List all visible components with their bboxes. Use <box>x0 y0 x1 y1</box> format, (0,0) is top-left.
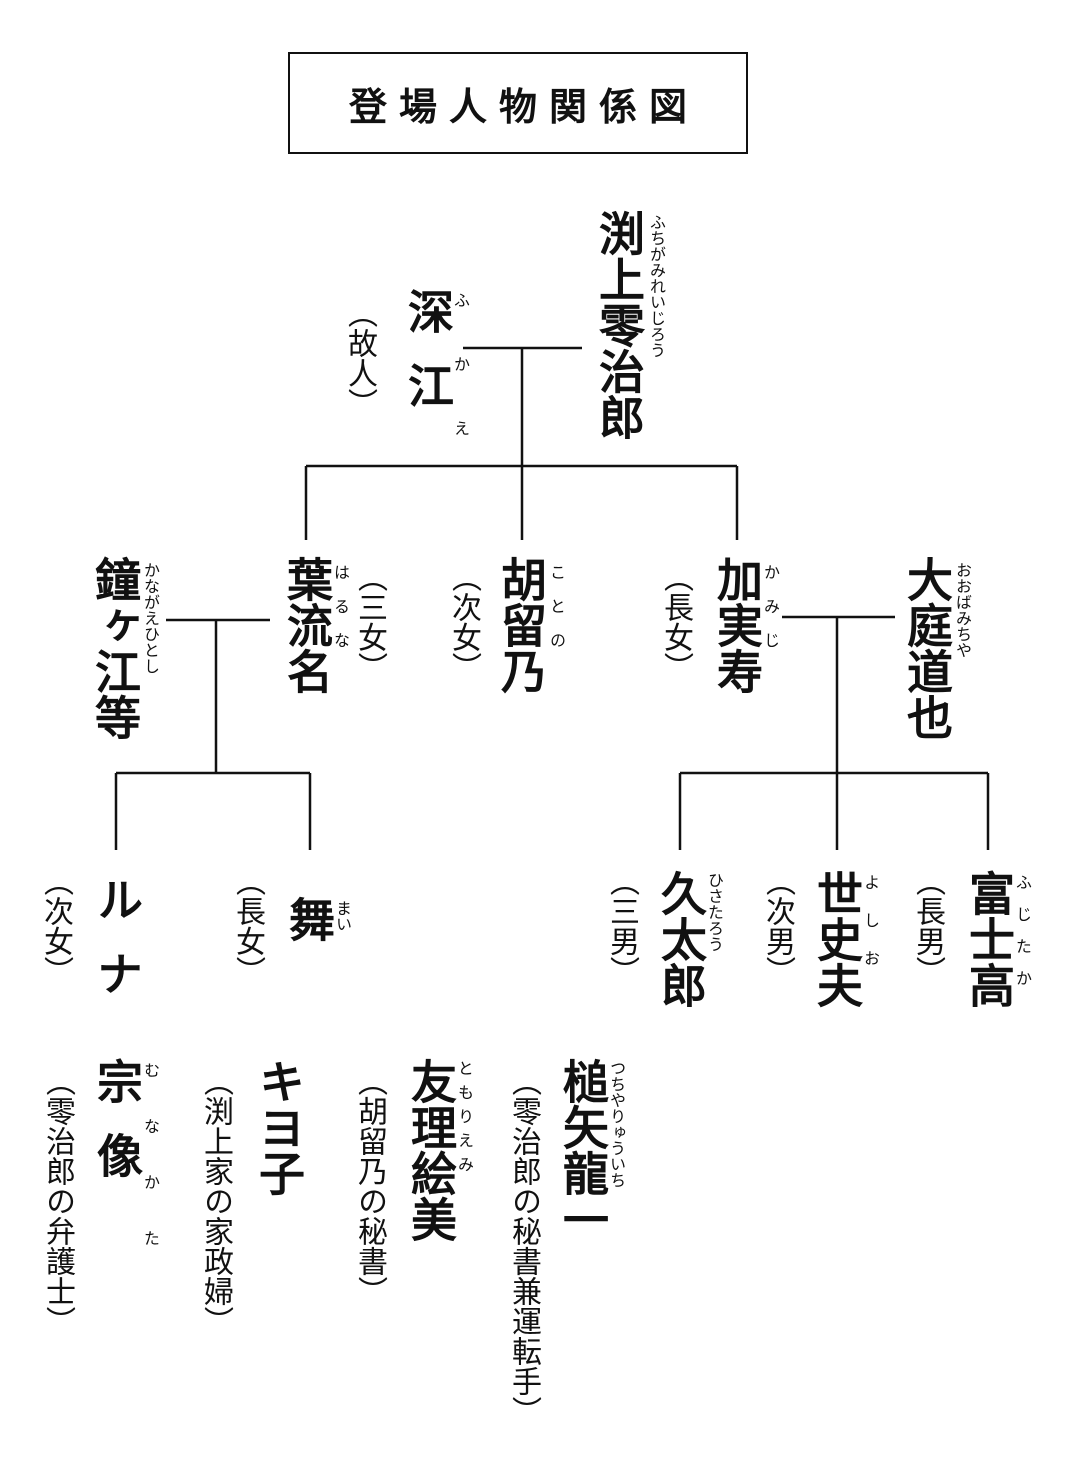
person-name-ebito: 鐘ヶ江等 <box>88 556 142 740</box>
person-ruby-michiya: おおばみちや <box>953 562 972 658</box>
person-ruby-tsuchiya: つちやりゅういち <box>607 1060 626 1188</box>
person-ruby-hisataro: ひさたろう <box>705 872 724 952</box>
person-name-kiyoko: キヨ子 <box>252 1058 306 1196</box>
person-relation-fujitaka: （長男） <box>910 866 945 986</box>
person-ruby-kamiju: かみじ <box>761 564 780 666</box>
person-name-tsuchiya: 槌矢龍一 <box>556 1058 610 1242</box>
person-ruby-ebito: かながえひとし <box>141 562 160 674</box>
person-ruby-haruna: はるな <box>331 564 350 666</box>
person-name-reijiro: 渕上零治郎 <box>592 210 646 440</box>
person-name-tomorie: 友理絵美 <box>404 1058 458 1242</box>
person-name-fujitaka: 富士高 <box>962 870 1016 1008</box>
person-ruby-reijiro: ふちがみれいじろう <box>647 214 666 358</box>
person-relation-kamiju: （長女） <box>658 562 693 682</box>
person-name-fukae: 深江 <box>401 288 455 436</box>
person-name-michiya: 大庭道也 <box>900 556 954 740</box>
person-ruby-fukae: ふかえ <box>451 292 470 484</box>
person-name-yoshio: 世史夫 <box>810 870 864 1008</box>
person-relation-mai: （長女） <box>230 866 265 986</box>
person-name-runa: ルナ <box>90 876 144 1024</box>
person-relation-runa: （次女） <box>38 866 73 986</box>
person-name-mai: 舞 <box>282 896 336 942</box>
person-ruby-kotono: ことの <box>547 564 566 666</box>
title-box: 登場人物関係図 <box>288 52 748 154</box>
person-name-haruna: 葉流名 <box>280 556 334 694</box>
person-relation-kiyoko: （渕上家の家政婦） <box>198 1066 233 1336</box>
person-ruby-yoshio: よしお <box>861 874 880 988</box>
person-ruby-munakata: むなかた <box>141 1062 160 1286</box>
person-relation-kotono: （次女） <box>446 562 481 682</box>
person-ruby-fujitaka: ふじたか <box>1013 874 1032 1002</box>
person-relation-haruna: （三女） <box>352 562 387 682</box>
person-relation-tsuchiya: （零治郎の秘書兼運転手） <box>506 1066 541 1426</box>
person-ruby-tomorie: ともりえみ <box>455 1060 474 1180</box>
person-name-hisataro: 久太郎 <box>654 870 708 1008</box>
person-name-munakata: 宗像 <box>90 1058 144 1206</box>
person-ruby-mai: まい <box>333 900 352 932</box>
person-name-kotono: 胡留乃 <box>494 556 548 694</box>
person-relation-fukae: （故人） <box>342 298 377 418</box>
diagram-title: 登場人物関係図 <box>348 84 699 129</box>
person-relation-hisataro: （三男） <box>604 866 639 986</box>
person-relation-munakata: （零治郎の弁護士） <box>40 1066 75 1336</box>
person-relation-tomorie: （胡留乃の秘書） <box>352 1066 387 1306</box>
person-name-kamiju: 加実寿 <box>710 556 764 694</box>
person-relation-yoshio: （次男） <box>760 866 795 986</box>
